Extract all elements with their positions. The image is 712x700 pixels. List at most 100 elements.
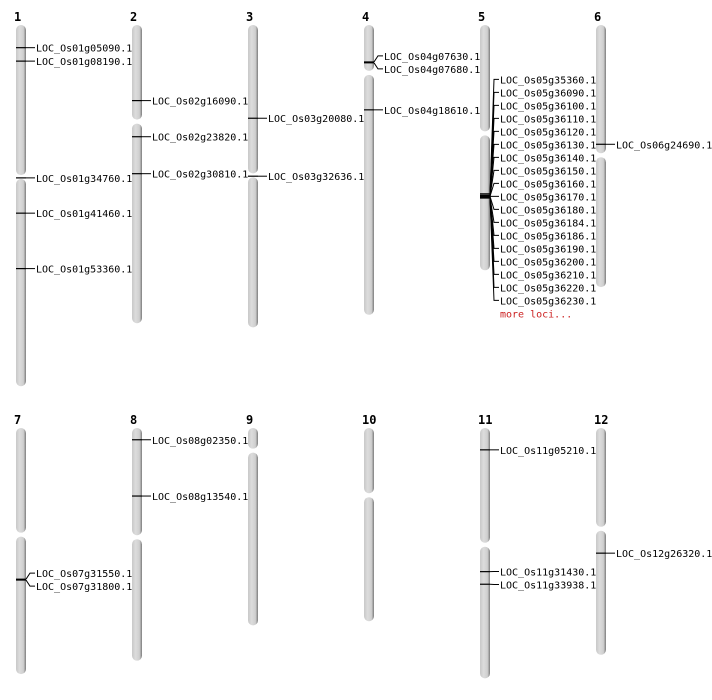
locus-label[interactable]: LOC_Os07g31800.1 — [36, 582, 132, 593]
chromosome-arm-q — [364, 497, 374, 622]
locus-label[interactable]: LOC_Os01g05090.1 — [36, 44, 132, 55]
chromosome-arm-q — [16, 179, 26, 387]
locus-label[interactable]: LOC_Os11g05210.1 — [500, 446, 596, 457]
locus-marker[interactable]: LOC_Os05g36170.1 — [480, 192, 596, 203]
chromosome-5[interactable]: 5LOC_Os05g35360.1LOC_Os05g36090.1LOC_Os0… — [478, 10, 596, 320]
locus-label[interactable]: LOC_Os05g36190.1 — [500, 244, 596, 255]
locus-label[interactable]: LOC_Os04g18610.1 — [384, 106, 480, 117]
more-loci-link[interactable]: more loci... — [500, 309, 572, 320]
locus-marker[interactable]: LOC_Os02g30810.1 — [132, 170, 248, 181]
chromosome-arm-p — [16, 25, 26, 176]
chromosome-arm-p — [132, 428, 142, 536]
locus-marker[interactable]: LOC_Os01g08190.1 — [16, 57, 132, 68]
locus-label[interactable]: LOC_Os05g36160.1 — [500, 179, 596, 190]
locus-connector — [489, 182, 499, 197]
locus-label[interactable]: LOC_Os08g02350.1 — [152, 436, 248, 447]
chromosome-1[interactable]: 1LOC_Os01g05090.1LOC_Os01g08190.1LOC_Os0… — [14, 10, 132, 387]
locus-marker[interactable]: LOC_Os03g32636.1 — [248, 172, 364, 183]
locus-marker[interactable]: LOC_Os02g23820.1 — [132, 133, 248, 144]
locus-label[interactable]: LOC_Os05g36180.1 — [500, 205, 596, 216]
locus-label[interactable]: LOC_Os05g36110.1 — [500, 114, 596, 125]
chromosome-number: 6 — [594, 10, 601, 24]
locus-label[interactable]: LOC_Os12g26320.1 — [616, 549, 712, 560]
chromosome-number: 9 — [246, 413, 253, 427]
locus-label[interactable]: LOC_Os01g08190.1 — [36, 57, 132, 68]
chromosome-number: 12 — [594, 413, 608, 427]
locus-marker[interactable]: LOC_Os02g16090.1 — [132, 97, 248, 108]
locus-marker[interactable]: LOC_Os05g36180.1 — [480, 195, 596, 216]
locus-marker[interactable]: LOC_Os05g36230.1 — [480, 197, 596, 307]
locus-connector — [489, 156, 499, 197]
locus-label[interactable]: LOC_Os05g36230.1 — [500, 296, 596, 307]
locus-marker[interactable]: LOC_Os01g53360.1 — [16, 265, 132, 276]
locus-marker[interactable]: LOC_Os07g31550.1 — [16, 569, 132, 580]
locus-label[interactable]: LOC_Os05g36130.1 — [500, 140, 596, 151]
locus-label[interactable]: LOC_Os03g20080.1 — [268, 114, 364, 125]
locus-label[interactable]: LOC_Os07g31550.1 — [36, 569, 132, 580]
chromosome-number: 4 — [362, 10, 369, 24]
chromosome-arm-p — [596, 25, 606, 154]
locus-label[interactable]: LOC_Os05g36090.1 — [500, 88, 596, 99]
locus-marker[interactable]: LOC_Os11g31430.1 — [480, 567, 596, 578]
locus-marker[interactable]: LOC_Os01g41460.1 — [16, 209, 132, 220]
locus-label[interactable]: LOC_Os01g34760.1 — [36, 174, 132, 185]
locus-marker[interactable]: LOC_Os04g07630.1 — [364, 52, 480, 63]
locus-marker[interactable]: LOC_Os01g05090.1 — [16, 44, 132, 55]
locus-marker[interactable]: LOC_Os07g31800.1 — [16, 579, 132, 593]
locus-label[interactable]: LOC_Os05g36150.1 — [500, 166, 596, 177]
locus-label[interactable]: LOC_Os05g36184.1 — [500, 218, 596, 229]
locus-label[interactable]: LOC_Os05g36170.1 — [500, 192, 596, 203]
locus-marker[interactable]: LOC_Os11g33938.1 — [480, 580, 596, 591]
chromosome-4[interactable]: 4LOC_Os04g07630.1LOC_Os04g07680.1LOC_Os0… — [362, 10, 480, 315]
locus-label[interactable]: LOC_Os11g31430.1 — [500, 567, 596, 578]
locus-label[interactable]: LOC_Os05g36186.1 — [500, 231, 596, 242]
locus-label[interactable]: LOC_Os03g32636.1 — [268, 172, 364, 183]
chromosome-number: 8 — [130, 413, 137, 427]
locus-label[interactable]: LOC_Os05g35360.1 — [500, 75, 596, 86]
locus-label[interactable]: LOC_Os05g36140.1 — [500, 153, 596, 164]
locus-marker[interactable]: LOC_Os08g13540.1 — [132, 492, 248, 503]
chromosome-arm-p — [364, 428, 374, 494]
locus-marker[interactable]: LOC_Os06g24690.1 — [596, 140, 712, 151]
chromosome-arm-p — [16, 428, 26, 533]
locus-label[interactable]: LOC_Os04g07630.1 — [384, 52, 480, 63]
chromosome-number: 5 — [478, 10, 485, 24]
locus-label[interactable]: LOC_Os02g30810.1 — [152, 170, 248, 181]
chromosome-number: 7 — [14, 413, 21, 427]
locus-label[interactable]: LOC_Os11g33938.1 — [500, 580, 596, 591]
locus-label[interactable]: LOC_Os06g24690.1 — [616, 140, 712, 151]
locus-label[interactable]: LOC_Os05g36120.1 — [500, 127, 596, 138]
locus-label[interactable]: LOC_Os05g36210.1 — [500, 270, 596, 281]
chromosome-arm-p — [132, 25, 142, 120]
locus-label[interactable]: LOC_Os01g53360.1 — [36, 265, 132, 276]
chromosome-number: 11 — [478, 413, 492, 427]
chromosome-number: 2 — [130, 10, 137, 24]
locus-marker[interactable]: LOC_Os08g02350.1 — [132, 436, 248, 447]
chromosome-9[interactable]: 9 — [246, 413, 258, 626]
locus-label[interactable]: LOC_Os08g13540.1 — [152, 492, 248, 503]
chromosome-arm-q — [132, 539, 142, 661]
locus-marker[interactable]: LOC_Os04g07680.1 — [364, 62, 480, 76]
locus-label[interactable]: LOC_Os05g36200.1 — [500, 257, 596, 268]
locus-connector — [25, 579, 35, 587]
locus-label[interactable]: LOC_Os01g41460.1 — [36, 209, 132, 220]
locus-marker[interactable]: LOC_Os11g05210.1 — [480, 446, 596, 457]
chromosome-2[interactable]: 2LOC_Os02g16090.1LOC_Os02g23820.1LOC_Os0… — [130, 10, 248, 324]
locus-marker[interactable]: LOC_Os01g34760.1 — [16, 174, 132, 185]
locus-label[interactable]: LOC_Os05g36220.1 — [500, 283, 596, 294]
locus-marker[interactable]: LOC_Os12g26320.1 — [596, 549, 712, 560]
locus-label[interactable]: LOC_Os05g36100.1 — [500, 101, 596, 112]
locus-marker[interactable]: LOC_Os04g18610.1 — [364, 106, 480, 117]
locus-label[interactable]: LOC_Os04g07680.1 — [384, 65, 480, 76]
locus-label[interactable]: LOC_Os02g16090.1 — [152, 97, 248, 108]
chromosome-11[interactable]: 11LOC_Os11g05210.1LOC_Os11g31430.1LOC_Os… — [478, 413, 596, 679]
locus-label[interactable]: LOC_Os02g23820.1 — [152, 133, 248, 144]
locus-marker[interactable]: LOC_Os03g20080.1 — [248, 114, 364, 125]
chromosome-10[interactable]: 10 — [362, 413, 376, 622]
